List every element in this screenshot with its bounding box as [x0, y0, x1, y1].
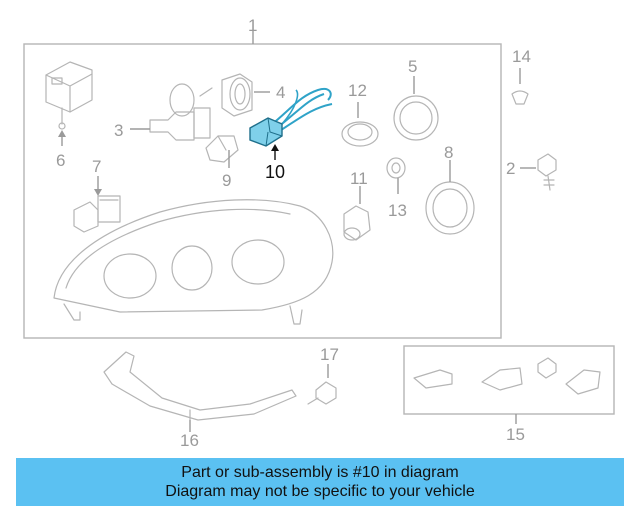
callout-11[interactable]: 11: [350, 169, 368, 188]
callout-7[interactable]: 7: [92, 157, 101, 176]
mounting-bolt-part: [537, 153, 557, 191]
rear-cover-part: [393, 95, 439, 141]
headlamp-housing: [53, 199, 334, 325]
small-bulb-part: [205, 135, 239, 163]
callout-6[interactable]: 6: [56, 151, 65, 170]
adjuster-screw-part: [307, 381, 337, 405]
callout-16[interactable]: 16: [180, 431, 199, 450]
callout-3[interactable]: 3: [114, 121, 123, 140]
callout-13[interactable]: 13: [388, 201, 407, 220]
callout-17[interactable]: 17: [320, 345, 339, 364]
wiring-harness-socket-part: [249, 88, 333, 147]
bracket-kit-parts: [413, 357, 601, 395]
headlamp-bulb-part: [149, 83, 213, 141]
bulb-cap-part: [221, 73, 253, 117]
side-marker-bulb-part: [343, 205, 371, 241]
mounting-rail-part: [103, 351, 297, 421]
bracket-kit-frame: [403, 345, 615, 415]
callout-2[interactable]: 2: [506, 159, 515, 178]
banner-line-2: Diagram may not be specific to your vehi…: [165, 483, 475, 500]
sealing-ring-part: [341, 121, 379, 147]
callout-14[interactable]: 14: [512, 47, 531, 66]
assembly-frame: [23, 43, 502, 339]
callout-10[interactable]: 10: [265, 162, 285, 182]
callout-9[interactable]: 9: [222, 171, 231, 190]
callout-8[interactable]: 8: [444, 143, 453, 162]
info-banner: Part or sub-assembly is #10 in diagram D…: [16, 458, 624, 506]
banner-line-1: Part or sub-assembly is #10 in diagram: [181, 464, 459, 481]
large-cover-part: [425, 181, 475, 235]
callout-4[interactable]: 4: [276, 83, 285, 102]
callout-15[interactable]: 15: [506, 425, 525, 444]
retaining-clip-part: [511, 90, 529, 105]
callout-1[interactable]: 1: [248, 16, 257, 35]
callout-5[interactable]: 5: [408, 57, 417, 76]
leveling-motor-part: [45, 61, 93, 130]
low-beam-bulb-part: [73, 195, 121, 233]
grommet-part: [386, 157, 406, 179]
callout-12[interactable]: 12: [348, 81, 367, 100]
